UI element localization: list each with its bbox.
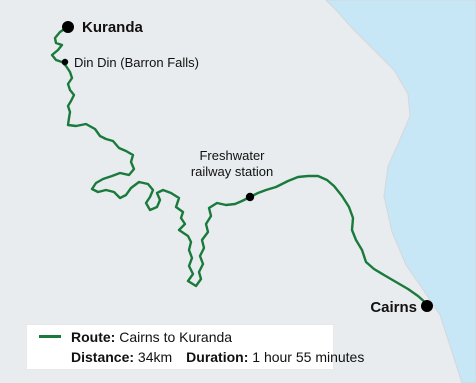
legend-distance-label: Distance:	[71, 349, 135, 365]
freshwater-label-line2: railway station	[191, 164, 273, 179]
freshwater-marker	[245, 192, 255, 202]
legend-stats-row: Distance: 34km Duration: 1 hour 55 minute…	[71, 349, 364, 365]
legend-duration-label: Duration:	[186, 349, 249, 365]
legend-route-value: Cairns to Kuranda	[119, 329, 233, 345]
sea-area	[325, 0, 476, 383]
din-din-marker	[61, 58, 69, 66]
kuranda-marker	[62, 21, 74, 33]
legend-route-label: Route:	[71, 329, 116, 345]
cairns-label: Cairns	[370, 299, 417, 316]
legend-duration-value: 1 hour 55 minutes	[252, 349, 365, 365]
kuranda-label: Kuranda	[82, 19, 144, 36]
freshwater-label-line1: Freshwater	[199, 148, 265, 163]
legend-route-row: Route: Cairns to Kuranda	[39, 329, 232, 345]
din-din-label: Din Din (Barron Falls)	[74, 55, 199, 70]
route-swatch-icon	[39, 334, 61, 338]
legend-distance-value: 34km	[137, 349, 173, 365]
cairns-marker	[421, 300, 433, 312]
route-line	[50, 26, 429, 306]
